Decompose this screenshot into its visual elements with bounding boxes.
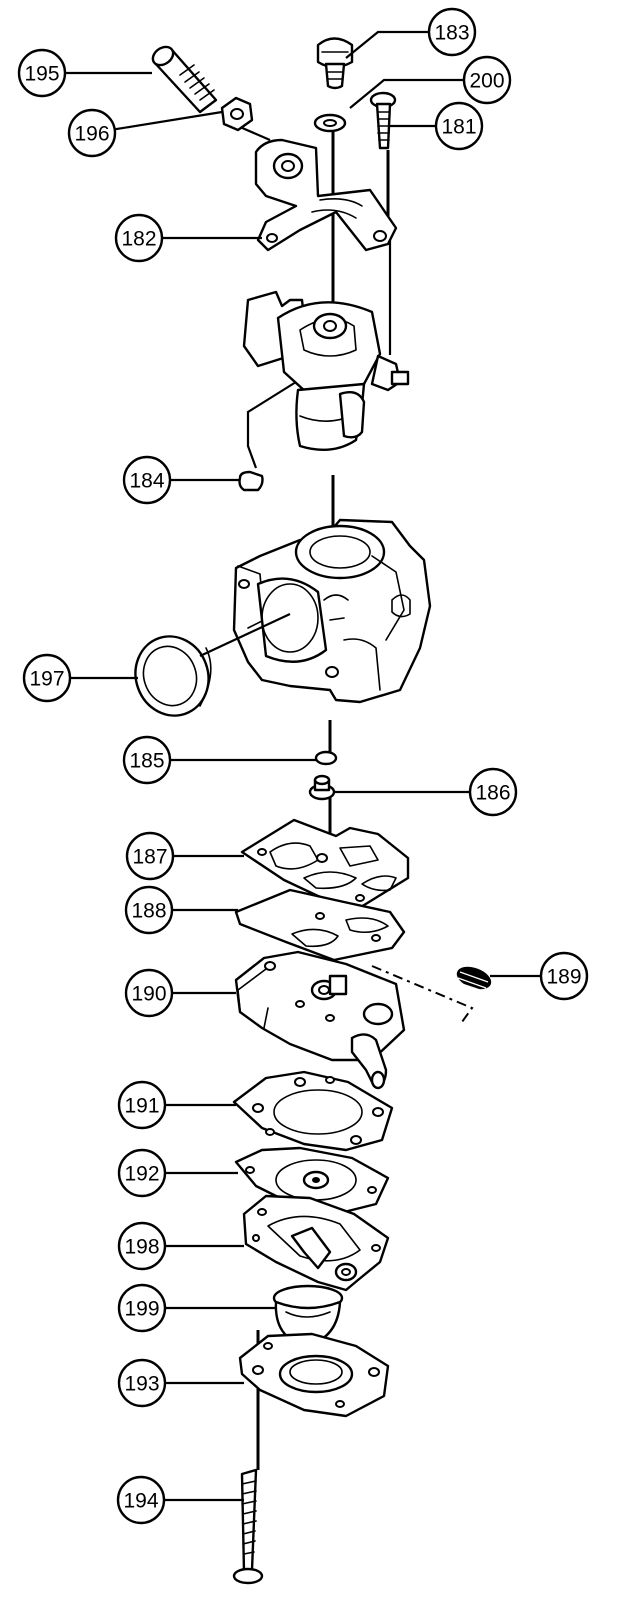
part-189-screen-filter (371, 965, 492, 1023)
callout-label-183: 183 (434, 22, 469, 45)
callout-label-198: 198 (124, 1236, 159, 1259)
callout-label-190: 190 (131, 983, 166, 1006)
part-198-cover-plate (242, 1194, 390, 1292)
part-183-screw (316, 37, 354, 90)
callout-label-191: 191 (124, 1095, 159, 1118)
part-200-washer (313, 113, 347, 133)
callout-label-182: 182 (121, 228, 156, 251)
callout-label-200: 200 (469, 70, 504, 93)
part-195-adjusting-screw (151, 45, 218, 114)
callout-label-194: 194 (123, 1490, 158, 1513)
callout-label-192: 192 (124, 1163, 159, 1186)
callout-183: 183 (427, 7, 477, 57)
callout-198: 198 (117, 1221, 167, 1271)
callout-193: 193 (117, 1358, 167, 1408)
callout-181: 181 (434, 101, 484, 151)
callout-label-195: 195 (24, 63, 59, 86)
callout-200: 200 (462, 55, 512, 105)
carburetor-body (232, 518, 432, 704)
callout-188: 188 (124, 885, 174, 935)
part-184-clip (238, 470, 264, 492)
callout-187: 187 (125, 831, 175, 881)
callout-185: 185 (122, 735, 172, 785)
callout-label-199: 199 (124, 1298, 159, 1321)
throttle-shaft-assembly (242, 290, 410, 469)
part-182-lever-bracket (254, 138, 398, 252)
callout-192: 192 (117, 1148, 167, 1198)
callout-label-187: 187 (132, 846, 167, 869)
callout-190: 190 (124, 968, 174, 1018)
callout-label-186: 186 (475, 782, 510, 805)
part-191-gasket (232, 1070, 394, 1152)
callout-label-196: 196 (74, 123, 109, 146)
part-188-diaphragm (234, 888, 406, 962)
part-190-pump-body (234, 950, 406, 1090)
callout-label-197: 197 (29, 668, 64, 691)
callout-182: 182 (114, 213, 164, 263)
callout-leader-lines (65, 30, 541, 1502)
callout-label-185: 185 (129, 750, 164, 773)
part-194-long-screw (232, 1468, 264, 1585)
callout-194: 194 (116, 1475, 166, 1525)
part-197-ring-seal (134, 635, 212, 717)
callout-195: 195 (17, 48, 67, 98)
part-193-bulb-cover (238, 1332, 390, 1418)
callout-label-189: 189 (546, 966, 581, 989)
callout-191: 191 (117, 1080, 167, 1130)
part-187-gasket (240, 818, 410, 912)
callout-196: 196 (67, 108, 117, 158)
part-186-valve-seat (308, 774, 336, 801)
callout-197: 197 (22, 653, 72, 703)
callout-186: 186 (468, 767, 518, 817)
callout-label-188: 188 (131, 900, 166, 923)
part-196-nut (220, 96, 254, 132)
part-181-bolt (369, 91, 397, 150)
callout-199: 199 (117, 1283, 167, 1333)
callout-184: 184 (122, 455, 172, 505)
callout-189: 189 (539, 951, 589, 1001)
callout-label-184: 184 (129, 470, 164, 493)
part-185-o-ring (314, 750, 338, 766)
callout-label-193: 193 (124, 1373, 159, 1396)
callout-label-181: 181 (441, 116, 476, 139)
